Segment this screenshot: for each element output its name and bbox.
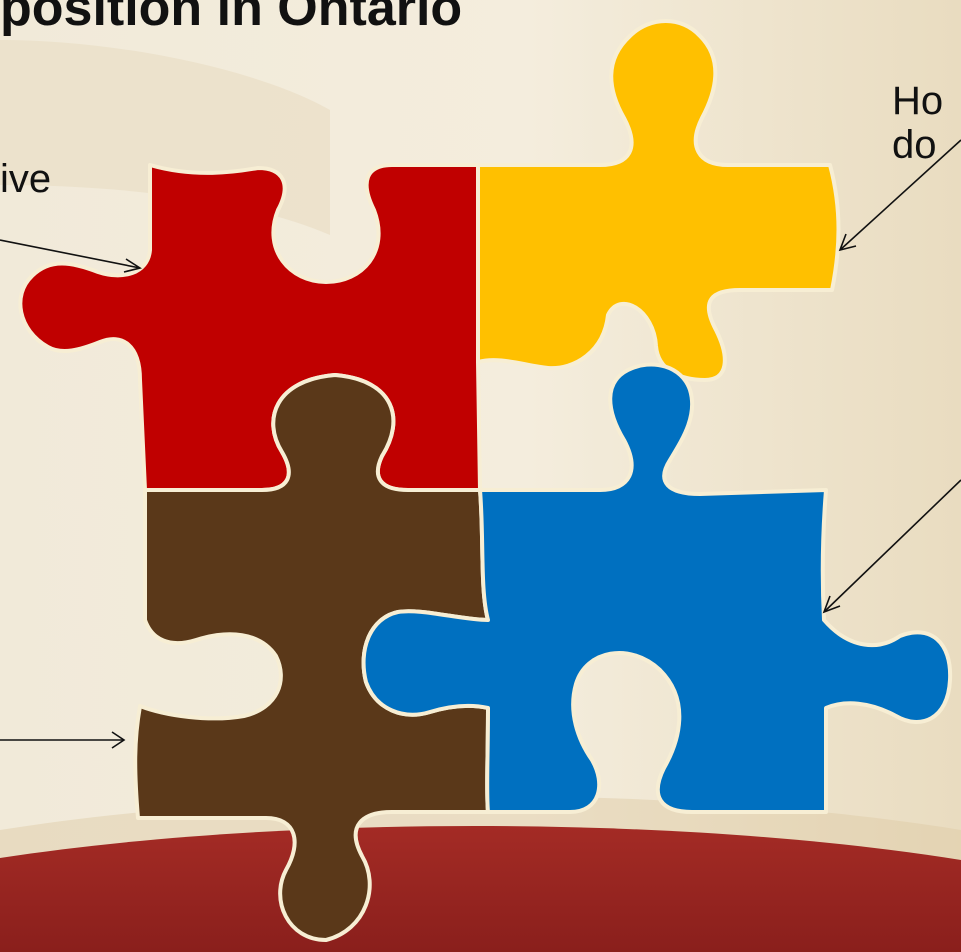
arrow-bottom-left — [0, 731, 126, 749]
puzzle-piece-yellow — [475, 19, 841, 382]
arrow-top-left — [0, 239, 142, 273]
arrow-top-right — [838, 139, 961, 252]
arrow-right — [822, 479, 961, 614]
label-top-left: ive — [0, 157, 52, 201]
footer-band — [0, 825, 961, 952]
puzzle-piece-blue — [361, 362, 953, 814]
label-top-right-line2: do — [892, 123, 937, 167]
label-top-right-line1: Ho — [892, 79, 944, 123]
slide-title: position in Ontario — [0, 0, 463, 37]
